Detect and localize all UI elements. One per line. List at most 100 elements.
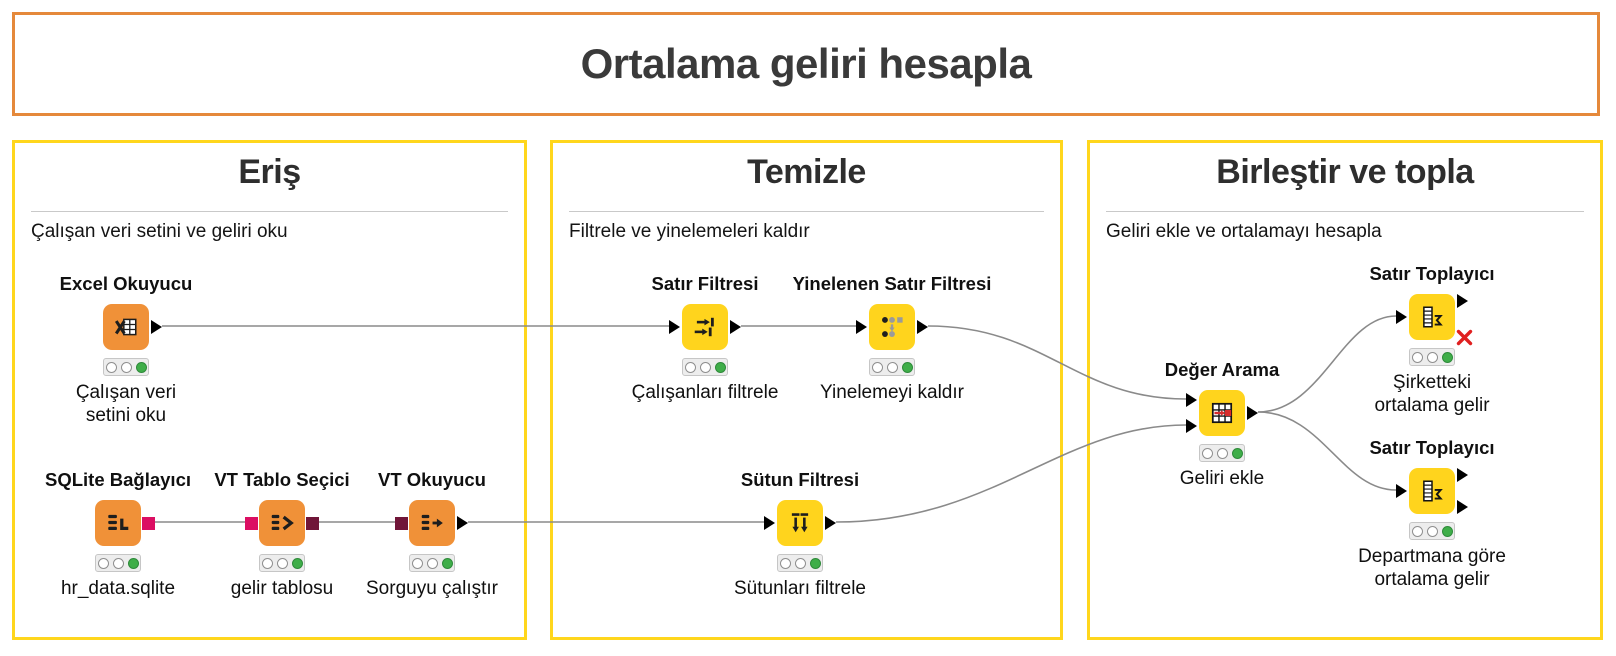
status-executed-dot bbox=[1441, 525, 1453, 537]
totals-output-port[interactable] bbox=[1457, 500, 1468, 514]
status-idle-dot bbox=[1411, 351, 1423, 363]
db-data-output-port[interactable] bbox=[306, 516, 319, 530]
node-caption: Sütunları filtrele bbox=[733, 578, 866, 599]
node-value-lookup[interactable] bbox=[1186, 390, 1258, 436]
node-label: SQLite Bağlayıcı bbox=[45, 469, 191, 490]
traffic-light bbox=[1409, 348, 1455, 366]
node-label: VT Okuyucu bbox=[378, 469, 486, 490]
status-idle-dot bbox=[411, 557, 423, 569]
section-divider bbox=[31, 211, 508, 212]
aggregate-output-port[interactable] bbox=[1457, 468, 1468, 482]
row-aggregator-icon bbox=[1423, 480, 1443, 502]
row-filter-icon bbox=[694, 317, 714, 337]
output-port[interactable] bbox=[1247, 406, 1258, 420]
output-port[interactable] bbox=[1457, 294, 1468, 308]
traffic-light bbox=[682, 358, 728, 376]
db-data-input-port[interactable] bbox=[395, 516, 408, 530]
output-port[interactable] bbox=[730, 320, 741, 334]
section-divider bbox=[1106, 211, 1584, 212]
node-row-aggregator-company[interactable] bbox=[1396, 294, 1473, 346]
workflow-title: Ortalama geliri hesapla bbox=[580, 40, 1032, 87]
status-idle-dot bbox=[684, 361, 696, 373]
node-db-reader[interactable] bbox=[395, 500, 468, 546]
status-idle-dot bbox=[1201, 447, 1213, 459]
duplicate-row-filter-icon bbox=[882, 317, 903, 337]
node-caption: Şirketteki ortalama gelir bbox=[1374, 372, 1490, 416]
node-db-table-selector[interactable] bbox=[245, 500, 319, 546]
node-group-value-lookup: Değer Arama Geliri ekle bbox=[1102, 359, 1342, 491]
connection-valuelookup-to-aggregator1[interactable] bbox=[1257, 315, 1397, 413]
node-row-aggregator-department[interactable] bbox=[1396, 468, 1468, 514]
connection-duplicatefilter-to-valuelookup[interactable] bbox=[927, 325, 1187, 400]
section-title: Temizle bbox=[747, 153, 866, 191]
traffic-light bbox=[103, 358, 149, 376]
status-configured-dot bbox=[699, 361, 711, 373]
node-row-filter[interactable] bbox=[669, 304, 741, 350]
input-port[interactable] bbox=[764, 516, 775, 530]
node-label: Satır Filtresi bbox=[651, 273, 759, 294]
sqlite-connector-icon bbox=[108, 514, 129, 531]
node-caption: Çalışanları filtrele bbox=[631, 382, 779, 403]
status-idle-dot bbox=[261, 557, 273, 569]
node-sqlite-connector[interactable] bbox=[95, 500, 155, 546]
section-subtitle: Çalışan veri setini ve geliri oku bbox=[31, 221, 288, 242]
section-subtitle: Geliri ekle ve ortalamayı hesapla bbox=[1106, 221, 1382, 242]
excel-reader-icon bbox=[114, 318, 137, 336]
status-configured-dot bbox=[1426, 525, 1438, 537]
input-port[interactable] bbox=[1396, 484, 1407, 498]
node-label: Sütun Filtresi bbox=[740, 469, 860, 490]
node-label: VT Tablo Seçici bbox=[214, 469, 350, 490]
traffic-light bbox=[95, 554, 141, 572]
column-filter-icon bbox=[791, 513, 809, 533]
traffic-light bbox=[869, 358, 915, 376]
section-birlestir[interactable]: Birleştir ve topla Geliri ekle ve ortala… bbox=[1087, 140, 1603, 640]
status-configured-dot bbox=[886, 361, 898, 373]
node-excel-reader[interactable] bbox=[103, 304, 162, 350]
section-subtitle: Filtrele ve yinelemeleri kaldır bbox=[569, 221, 810, 242]
status-executed-dot bbox=[1231, 447, 1243, 459]
node-caption: Departmana göre ortalama gelir bbox=[1358, 546, 1506, 590]
data-input-port[interactable] bbox=[1186, 393, 1197, 407]
node-group-row-aggregator-department: Satır Toplayıcı Departmana göre ortalama… bbox=[1312, 437, 1552, 592]
node-caption: hr_data.sqlite bbox=[60, 578, 176, 599]
status-idle-dot bbox=[97, 557, 109, 569]
status-idle-dot bbox=[871, 361, 883, 373]
status-configured-dot bbox=[1426, 351, 1438, 363]
node-group-db-table-selector: VT Tablo Seçici gelir tablosu bbox=[162, 469, 402, 601]
traffic-light bbox=[1409, 522, 1455, 540]
status-configured-dot bbox=[112, 557, 124, 569]
input-port[interactable] bbox=[669, 320, 680, 334]
db-session-output-port[interactable] bbox=[142, 516, 155, 530]
status-executed-dot bbox=[901, 361, 913, 373]
input-port[interactable] bbox=[1396, 310, 1407, 324]
node-caption: Yinelemeyi kaldır bbox=[820, 382, 964, 403]
node-group-sqlite-connector: SQLite Bağlayıcı hr_data.sqlite bbox=[0, 469, 238, 601]
node-label: Satır Toplayıcı bbox=[1369, 263, 1495, 284]
dictionary-input-port[interactable] bbox=[1186, 419, 1197, 433]
status-executed-dot bbox=[127, 557, 139, 569]
node-column-filter[interactable] bbox=[764, 500, 836, 546]
connection-columnfilter-to-valuelookup[interactable] bbox=[835, 424, 1187, 523]
status-configured-dot bbox=[794, 557, 806, 569]
connection-valuelookup-to-aggregator2[interactable] bbox=[1257, 411, 1397, 491]
section-title: Birleştir ve topla bbox=[1216, 153, 1474, 191]
output-port[interactable] bbox=[151, 320, 162, 334]
node-label: Satır Toplayıcı bbox=[1369, 437, 1495, 458]
input-port[interactable] bbox=[856, 320, 867, 334]
node-label: Yinelenen Satır Filtresi bbox=[792, 273, 992, 294]
node-duplicate-row-filter[interactable] bbox=[856, 304, 928, 350]
workflow-title-annotation[interactable]: Ortalama geliri hesapla bbox=[12, 12, 1600, 116]
output-port[interactable] bbox=[917, 320, 928, 334]
status-executed-dot bbox=[714, 361, 726, 373]
traffic-light bbox=[777, 554, 823, 572]
node-group-column-filter: Sütun Filtresi Sütunları filtrele bbox=[680, 469, 920, 601]
traffic-light bbox=[1199, 444, 1245, 462]
output-port[interactable] bbox=[825, 516, 836, 530]
node-group-row-aggregator-company: Satır Toplayıcı Şirketteki ortalama geli… bbox=[1312, 263, 1552, 418]
node-group-excel-reader: Excel Okuyucu Çalışan veri setini oku bbox=[6, 273, 246, 428]
node-caption: gelir tablosu bbox=[230, 578, 334, 599]
value-lookup-icon bbox=[1211, 402, 1233, 424]
output-port[interactable] bbox=[457, 516, 468, 530]
db-session-input-port[interactable] bbox=[245, 516, 258, 530]
